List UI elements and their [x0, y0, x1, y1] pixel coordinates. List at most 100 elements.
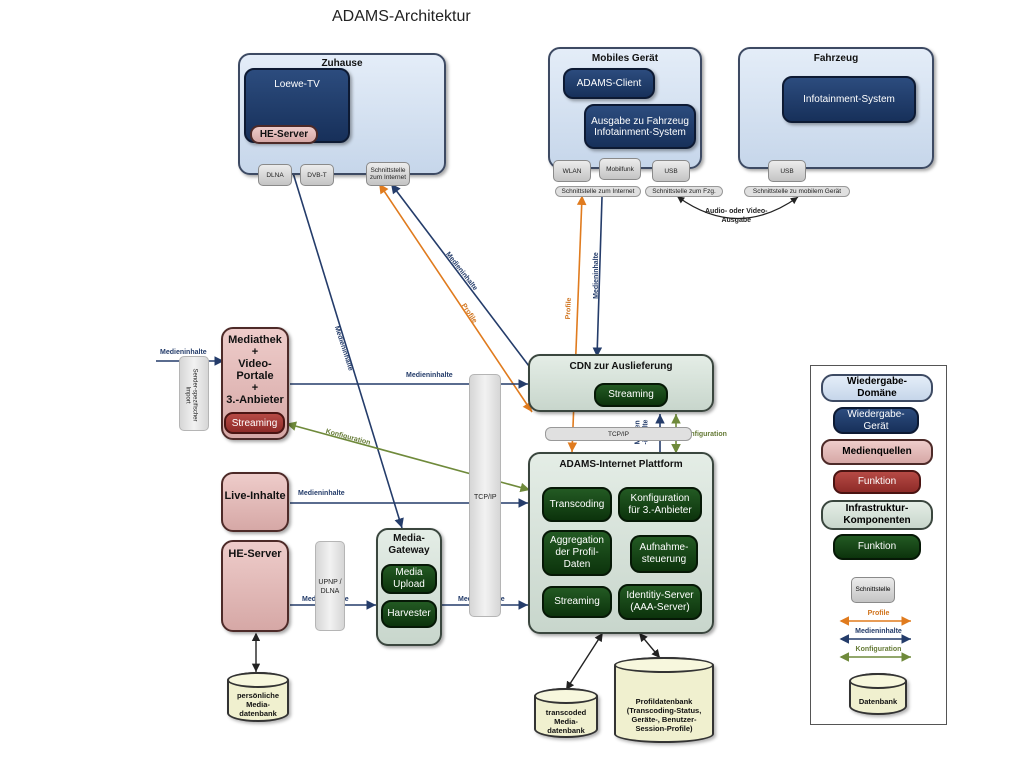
db-profil-line2: (Transcoding-Status, [626, 706, 702, 715]
arrow-platform-transcoded-db [565, 632, 603, 691]
label-import: Sender-spezifischer Import [184, 368, 198, 421]
label-audio-video-line2: Ausgabe [721, 217, 752, 224]
legend-domain: Wiedergabe- Domäne [821, 374, 933, 402]
db-personal-line2: Media- [246, 700, 270, 709]
legend-config-label: Konfiguration [855, 646, 902, 653]
interface-wlan: WLAN [553, 160, 591, 182]
func-aggregation: Aggregation der Profil- Daten [542, 530, 612, 576]
legend-device: Wiedergabe- Gerät [833, 407, 919, 434]
aufnahme-line1: Aufnahme- [639, 542, 689, 553]
mediathek-line-1: Mediathek [228, 334, 282, 346]
mediathek-line-3: Video- [238, 358, 272, 370]
aggregation-line3: Daten [563, 559, 591, 570]
aggregation-line2: der Profil- [555, 547, 599, 558]
device-ausgabe-line2: Infotainment-System [594, 126, 686, 138]
label-audio-video: Audio- oder Video- Ausgabe [705, 207, 767, 225]
func-konfiguration-3rd: Konfiguration für 3.-Anbieter [618, 487, 702, 522]
interface-dlna-label: DLNA [266, 171, 284, 179]
cdn-label: CDN zur Auslieferung [569, 361, 673, 372]
media-upload-line1: Media [395, 567, 423, 578]
interface-internet-home: Schnittstelle zum Internet [366, 162, 410, 186]
source-mediathek-streaming: Streaming [224, 412, 285, 434]
label-konfiguration-cdn: Konfiguration [681, 431, 727, 438]
label-upnp: UPNP / DLNA [318, 578, 342, 596]
db-transcoded: transcoded Media- datenbank [534, 688, 598, 738]
interface-mobilfunk: Mobilfunk [599, 158, 641, 180]
func-streaming-platform: Streaming [542, 586, 612, 618]
interface-usb-vehicle-label: USB [780, 167, 794, 175]
legend-db-top [849, 673, 907, 689]
konfig-line1: Konfiguration [630, 492, 690, 504]
home-he-server: HE-Server [250, 125, 318, 144]
identity-line2: (AAA-Server) [630, 602, 690, 613]
db-transcoded-line3: datenbank [547, 726, 585, 735]
arrow-mobile-profile [567, 195, 587, 453]
source-live-inhalte: Live-Inhalte [221, 472, 289, 532]
db-transcoded-line1: transcoded [545, 708, 587, 717]
label-medieninhalte-live: Medieninhalte [298, 490, 345, 497]
label-import-line1: Sender-spezifischer [191, 368, 198, 422]
source-he-server-label: HE-Server [228, 548, 282, 560]
media-gateway-label: Media- Gateway [378, 533, 440, 557]
source-he-server: HE-Server [221, 540, 289, 632]
gateway-line2: Gateway [388, 545, 430, 556]
bar-mobile-label: Schnittstelle zu mobilem Gerät [752, 188, 842, 195]
db-profil: Profildatenbank (Transcoding-Status, Ger… [614, 657, 714, 743]
func-identity-server: Identitiy-Server (AAA-Server) [618, 584, 702, 620]
arrow-platform-profile-db [639, 632, 661, 659]
device-ausgabe-fahrzeug: Ausgabe zu Fahrzeug Infotainment-System [584, 104, 696, 149]
domain-fahrzeug-label: Fahrzeug [813, 53, 859, 64]
legend-interface-label: Schnittstelle [855, 586, 891, 593]
label-medieninhalte-mediathek: Medieninhalte [406, 372, 453, 379]
func-cdn-streaming: Streaming [594, 383, 668, 407]
arrow-mobile-media [592, 196, 603, 358]
konfig-line2: für 3.-Anbieter [628, 504, 692, 516]
legend-func-red: Funktion [833, 470, 921, 494]
interface-internet-home-line1: Schnittstelle [370, 167, 406, 174]
label-medieninhalte-mobile: Medieninhalte [592, 252, 600, 299]
gateway-line1: Media- [393, 533, 425, 544]
db-profil-line3: Geräte-, Benutzer- [631, 715, 697, 724]
bar-vehicle-label: Schnittstelle zum Fzg. [652, 188, 716, 195]
func-media-upload: Media Upload [381, 564, 437, 594]
label-tcpip-main: TCP/IP [474, 494, 497, 501]
mediathek-line-5: + [251, 382, 259, 394]
label-medieninhalte-ext: Medieninhalte [160, 349, 207, 356]
interface-dlna: DLNA [258, 164, 292, 186]
label-profile-mobile: Profile [564, 297, 573, 320]
legend: Wiedergabe- Domäne Wiedergabe- Gerät Med… [810, 365, 947, 725]
legend-database-label: Datenbank [858, 697, 898, 706]
bar-internet-label: Schnittstelle zum Internet [561, 188, 635, 195]
func-transcoding: Transcoding [542, 487, 612, 522]
legend-sources-label: Medienquellen [842, 446, 912, 457]
label-upnp-line1: UPNP / [318, 579, 342, 586]
platform-label: ADAMS-Internet Plattform [559, 459, 683, 470]
page-title: ADAMS-Architektur [332, 8, 471, 25]
aufnahme-line2: steuerung [641, 554, 687, 565]
db-profil-line1: Profildatenbank [635, 697, 693, 706]
label-upnp-line2: DLNA [320, 588, 340, 595]
interface-usb-vehicle: USB [768, 160, 806, 182]
interface-dvbt: DVB-T [300, 164, 334, 186]
legend-infra: Infrastruktur- Komponenten [821, 500, 933, 530]
db-persoenliche: persönliche Media- datenbank [227, 672, 289, 722]
legend-func-red-label: Funktion [857, 476, 897, 487]
arrow-home-profile [379, 183, 533, 413]
device-infotainment: Infotainment-System [782, 76, 916, 123]
home-he-server-label: HE-Server [259, 129, 309, 140]
bar-schnittstelle-mobil: Schnittstelle zu mobilem Gerät [744, 186, 850, 197]
domain-zuhause-label: Zuhause [321, 58, 363, 69]
legend-func-green: Funktion [833, 534, 921, 560]
interface-wlan-label: WLAN [562, 167, 582, 175]
platform-streaming-label: Streaming [554, 596, 600, 607]
bar-tcpip: TCP/IP [545, 427, 692, 441]
cdn-streaming-label: Streaming [608, 389, 654, 400]
legend-profile-label: Profile [867, 610, 890, 617]
legend-device-line1: Wiedergabe- [847, 408, 905, 420]
pillar-upnp [315, 541, 345, 631]
label-audio-video-line1: Audio- oder Video- [705, 208, 768, 215]
db-persoenliche-top [227, 672, 289, 688]
harvester-label: Harvester [387, 608, 431, 619]
legend-func-green-label: Funktion [857, 541, 897, 552]
legend-domain-line2: Domäne [857, 388, 897, 399]
